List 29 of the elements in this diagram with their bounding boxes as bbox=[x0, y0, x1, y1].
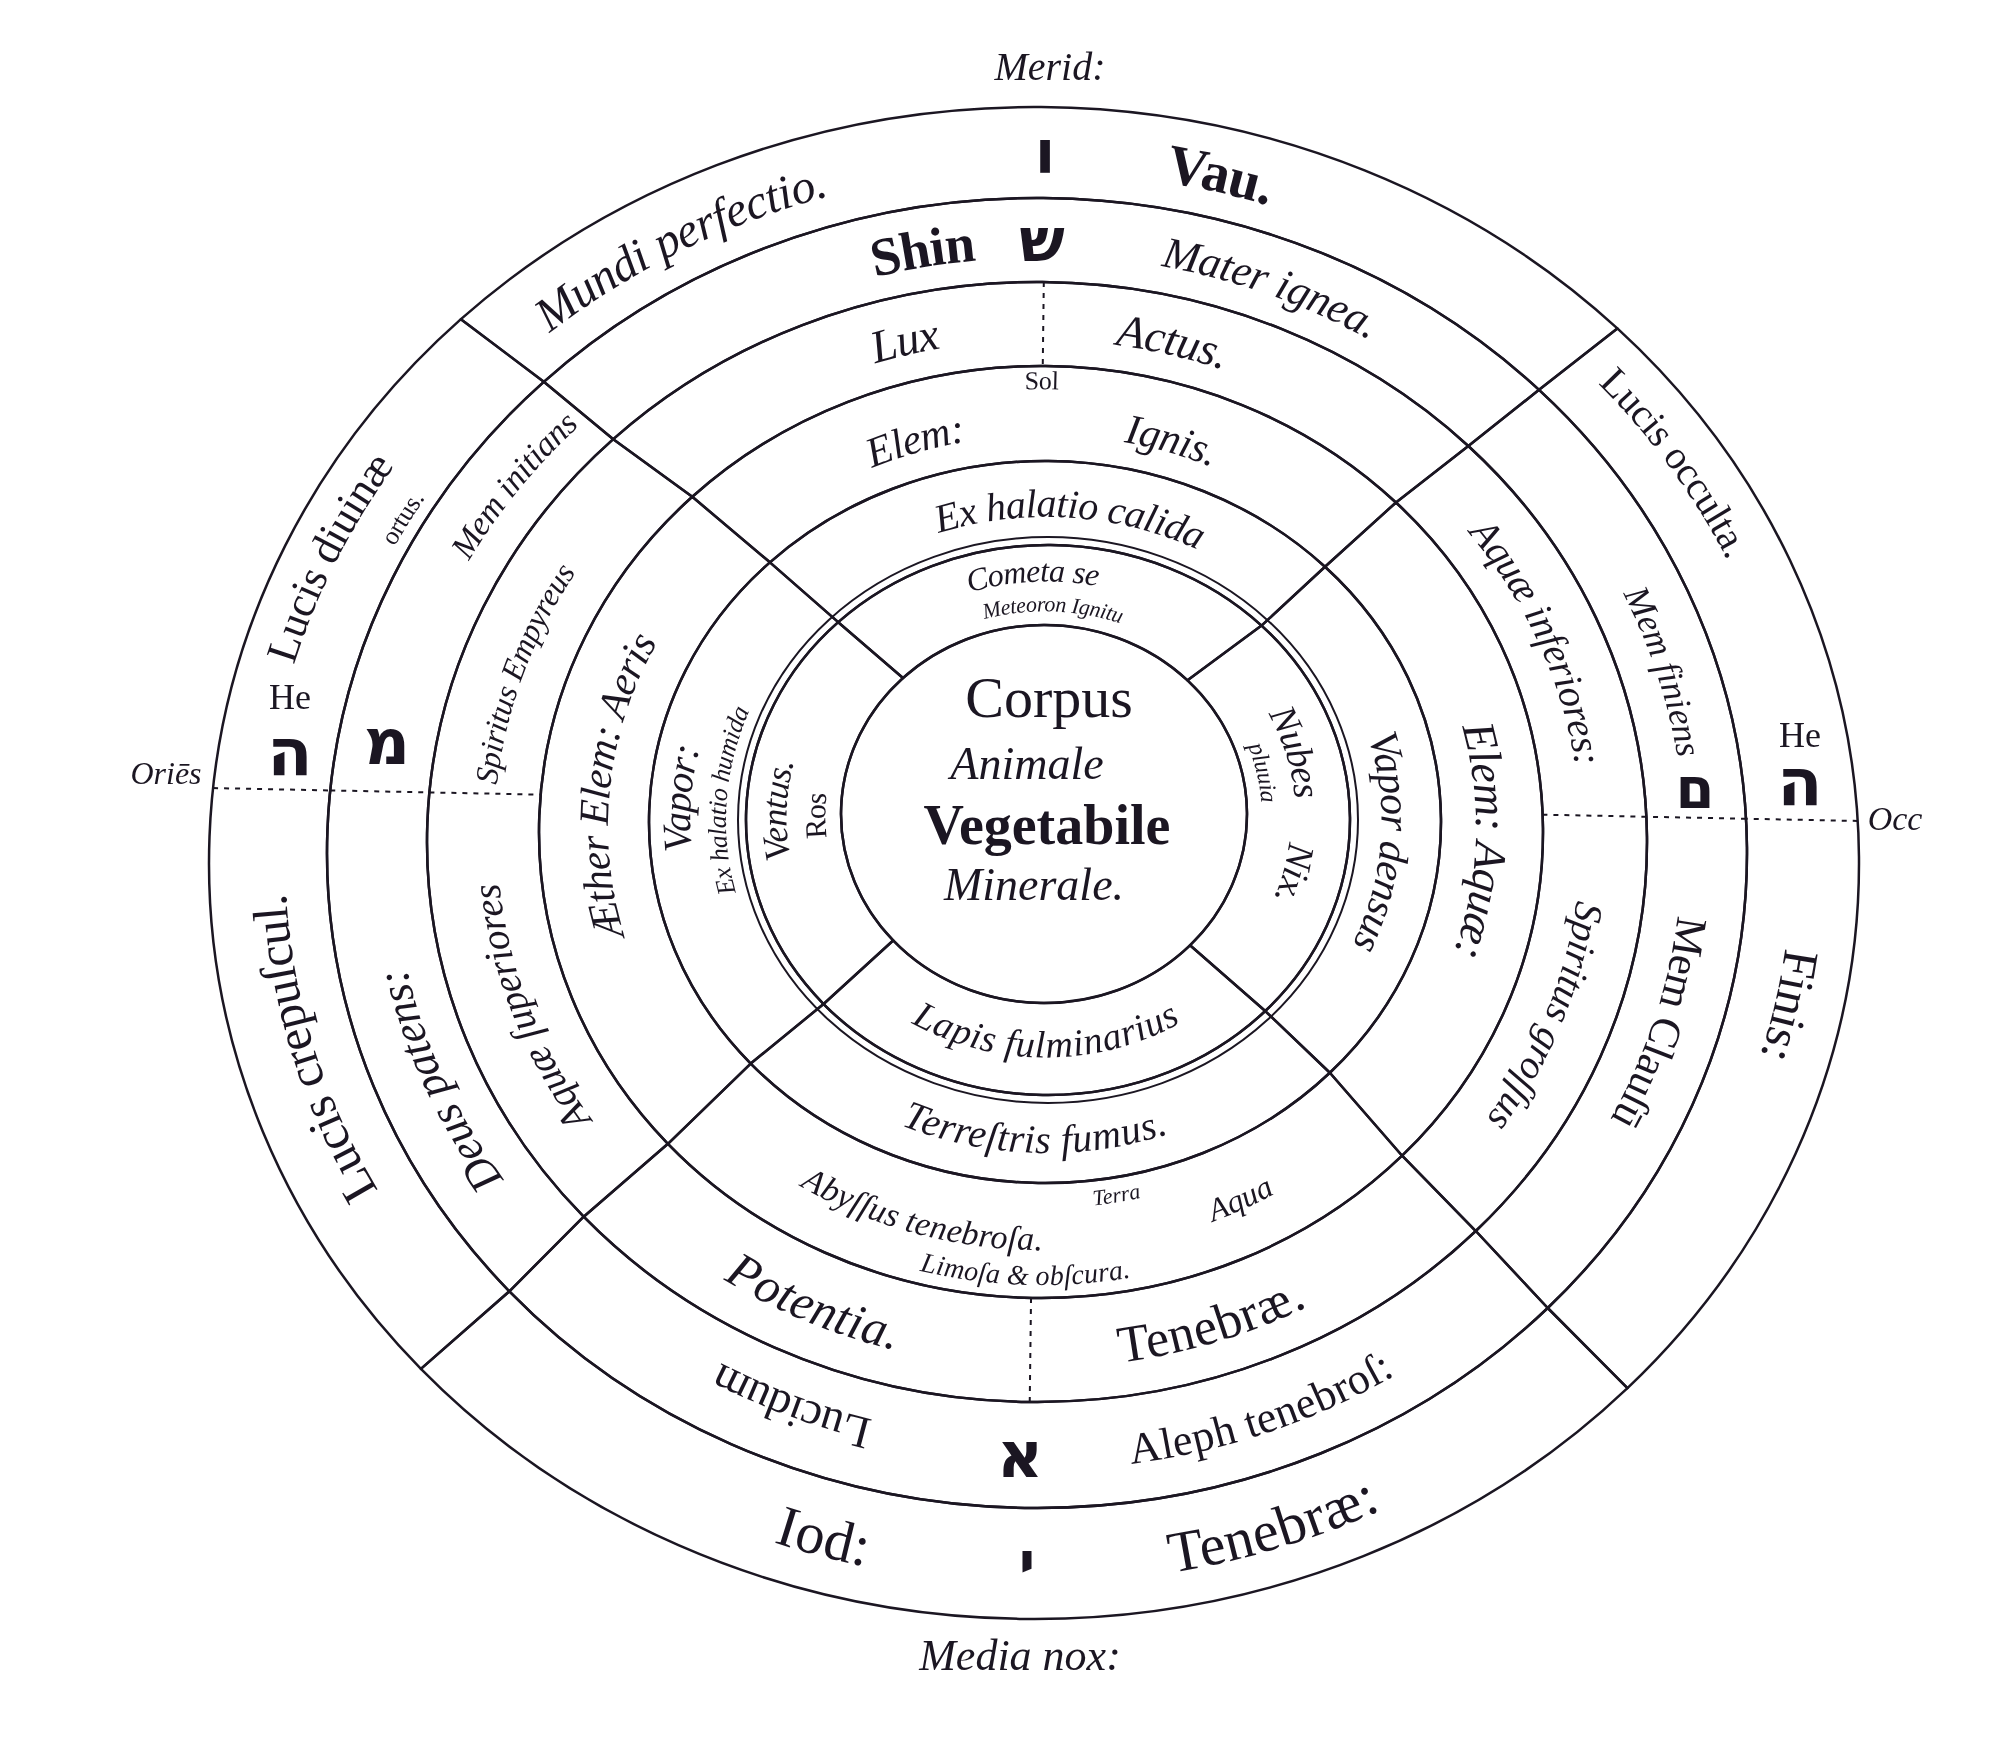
curved-label: Shin bbox=[864, 212, 978, 289]
curved-label: Vau. bbox=[1162, 132, 1283, 218]
direction-label: Merid: bbox=[994, 43, 1106, 89]
direction-label: Media nox: bbox=[919, 1630, 1121, 1680]
curved-label: Lux bbox=[864, 307, 943, 373]
direction-label: Occ bbox=[1867, 799, 1923, 837]
hebrew-letter: ם bbox=[1675, 755, 1715, 821]
hebrew-letter: מ bbox=[363, 705, 411, 779]
curved-label: Sol bbox=[1024, 365, 1060, 396]
text-label: Corpus bbox=[965, 664, 1133, 730]
curved-label: Terreſtris fumus. bbox=[898, 1091, 1172, 1162]
curved-label: Elem: bbox=[859, 405, 968, 477]
curved-label: Ros bbox=[797, 790, 833, 840]
text-label: Minerale. bbox=[943, 858, 1125, 910]
hebrew-letter: א bbox=[996, 1418, 1044, 1492]
curved-label: Lapis fulminarius bbox=[907, 992, 1185, 1066]
curved-label: Iod: bbox=[769, 1492, 877, 1579]
ring-segment bbox=[1186, 624, 1352, 1013]
hebrew-letter: ש bbox=[1019, 205, 1065, 275]
curved-label: Nix. bbox=[1266, 840, 1324, 912]
curved-label: Ignis. bbox=[1122, 405, 1226, 476]
curved-label: Actus. bbox=[1113, 303, 1237, 379]
hebrew-letter: ו bbox=[1034, 117, 1056, 187]
direction-label: Oriēs bbox=[130, 755, 202, 791]
curved-label: Aqua bbox=[1202, 1167, 1279, 1229]
curved-label: Tenebræ: bbox=[1162, 1461, 1387, 1586]
hebrew-letter: י bbox=[1018, 1529, 1036, 1595]
text-label: Vegetabile bbox=[923, 794, 1171, 856]
curved-label: Terra bbox=[1091, 1177, 1143, 1211]
